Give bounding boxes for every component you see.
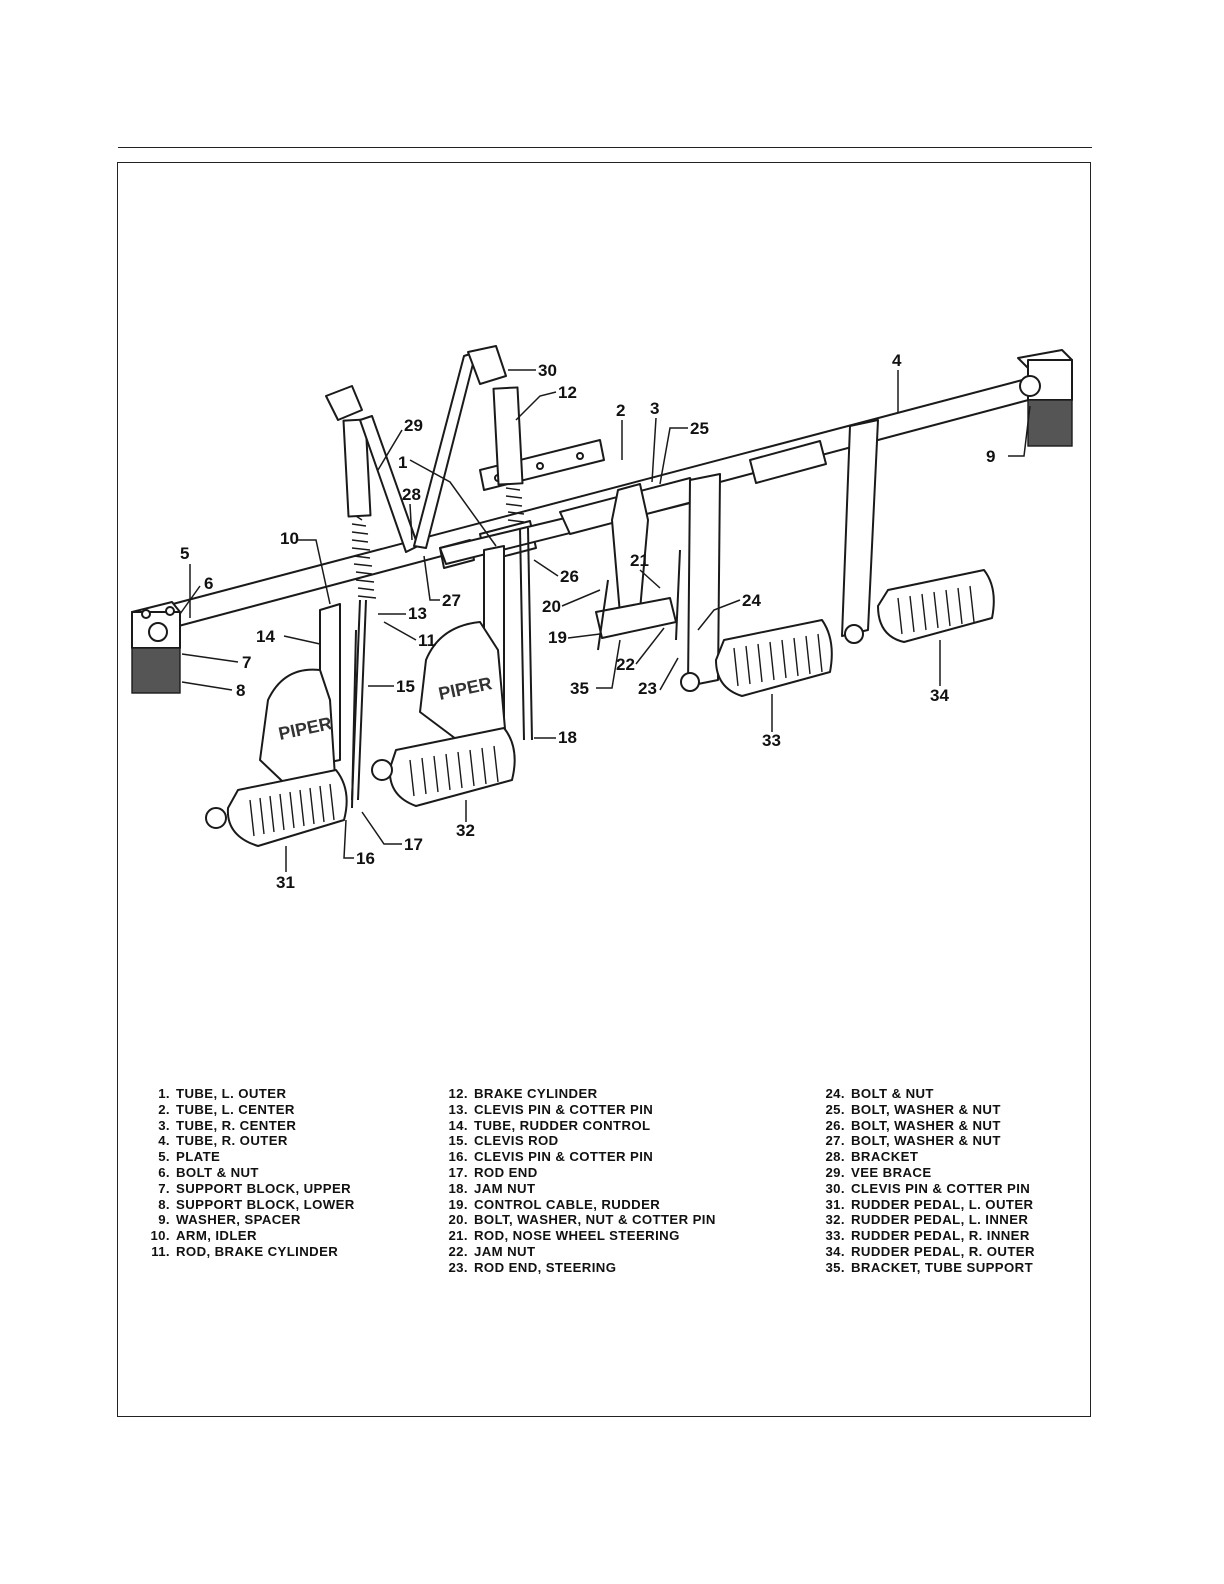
legend-item: 27.BOLT, WASHER & NUT: [825, 1133, 1001, 1149]
legend-item: 34.RUDDER PEDAL, R. OUTER: [825, 1243, 1035, 1259]
clevis-rods: [351, 549, 681, 809]
callout-30: 30: [538, 361, 557, 380]
rudder-pedal-l-inner: PIPER: [371, 621, 516, 807]
legend-item: 13.CLEVIS PIN & COTTER PIN: [448, 1101, 654, 1117]
callout-11: 11: [418, 631, 436, 650]
legend-column-3: 24.BOLT & NUT 25.BOLT, WASHER & NUT 26.B…: [815, 1086, 1035, 1276]
legend-item: 5.PLATE: [158, 1149, 221, 1165]
support-block-right: [1017, 349, 1073, 447]
callout-15: 15: [396, 677, 415, 696]
callout-32: 32: [456, 821, 475, 840]
legend-item: 23.ROD END, STEERING: [448, 1259, 617, 1275]
legend-item: 30.CLEVIS PIN & COTTER PIN: [825, 1180, 1031, 1196]
legend-item: 7.SUPPORT BLOCK, UPPER: [158, 1180, 352, 1196]
callout-6: 6: [204, 574, 213, 593]
legend-item: 25.BOLT, WASHER & NUT: [825, 1101, 1001, 1117]
legend-item: 19.CONTROL CABLE, RUDDER: [448, 1196, 661, 1212]
callout-22: 22: [616, 655, 635, 674]
callout-20: 20: [542, 597, 561, 616]
callout-10: 10: [280, 529, 299, 548]
legend-item: 15.CLEVIS ROD: [448, 1133, 559, 1149]
legend-item: 33.RUDDER PEDAL, R. INNER: [825, 1228, 1030, 1244]
legend-item: 22.JAM NUT: [448, 1243, 536, 1259]
legend-item: 31.RUDDER PEDAL, L. OUTER: [825, 1196, 1034, 1212]
callout-14: 14: [256, 627, 275, 646]
legend-item: 2.TUBE, L. CENTER: [158, 1101, 295, 1117]
callout-34: 34: [930, 686, 949, 705]
legend-item: 4.TUBE, R. OUTER: [158, 1133, 288, 1149]
legend-column-2: 12.BRAKE CYLINDER 13.CLEVIS PIN & COTTER…: [438, 1086, 716, 1276]
legend-item: 1.TUBE, L. OUTER: [158, 1086, 287, 1101]
legend-item: 21.ROD, NOSE WHEEL STEERING: [448, 1228, 680, 1244]
callout-13: 13: [408, 604, 427, 623]
vee-brace: [359, 351, 477, 553]
legend-item: 12.BRAKE CYLINDER: [448, 1086, 598, 1101]
callout-2: 2: [616, 401, 625, 420]
legend-item: 3.TUBE, R. CENTER: [158, 1117, 297, 1133]
legend-column-1: 1.TUBE, L. OUTER 2.TUBE, L. CENTER 3.TUB…: [140, 1086, 355, 1260]
legend-item: 20.BOLT, WASHER, NUT & COTTER PIN: [448, 1212, 716, 1228]
callout-25: 25: [690, 419, 709, 438]
callout-35: 35: [570, 679, 589, 698]
callout-5: 5: [180, 544, 189, 563]
legend-item: 17.ROD END: [448, 1164, 538, 1180]
legend-item: 29.VEE BRACE: [825, 1164, 932, 1180]
header-rule: [118, 147, 1092, 148]
legend-item: 9.WASHER, SPACER: [158, 1212, 301, 1228]
legend-item: 24.BOLT & NUT: [825, 1086, 934, 1101]
legend-item: 28.BRACKET: [825, 1149, 919, 1165]
rudder-pedal-r-inner: [680, 619, 833, 697]
callout-23: 23: [638, 679, 657, 698]
callout-26: 26: [560, 567, 579, 586]
legend-item: 6.BOLT & NUT: [158, 1164, 259, 1180]
callout-labels: 1 2 3 4 5 6 7 8 9 10 11 12 13 14 15 16 1…: [180, 351, 995, 892]
callout-12: 12: [558, 383, 577, 402]
callout-31: 31: [276, 873, 295, 892]
legend-item: 35.BRACKET, TUBE SUPPORT: [825, 1259, 1034, 1275]
callout-16: 16: [356, 849, 375, 868]
legend-item: 26.BOLT, WASHER & NUT: [825, 1117, 1001, 1133]
idler-arm: [559, 477, 701, 639]
callout-27: 27: [442, 591, 461, 610]
callout-4: 4: [892, 351, 902, 370]
callout-21: 21: [630, 551, 649, 570]
figure-frame: [117, 162, 1091, 1417]
callout-24: 24: [742, 591, 761, 610]
callout-9: 9: [986, 447, 995, 466]
callout-8: 8: [236, 681, 245, 700]
legend-item: 8.SUPPORT BLOCK, LOWER: [158, 1196, 355, 1212]
rudder-pedal-l-outer: PIPER: [205, 668, 348, 847]
rudder-pedal-r-outer: [844, 569, 995, 644]
legend-item: 10.ARM, IDLER: [150, 1228, 257, 1244]
legend-item: 16.CLEVIS PIN & COTTER PIN: [448, 1149, 654, 1165]
leader-lines: [179, 369, 1031, 872]
callout-18: 18: [558, 728, 577, 747]
brake-cylinder-right: [467, 345, 533, 741]
legend-item: 11.ROD, BRAKE CYLINDER: [151, 1243, 339, 1259]
callout-33: 33: [762, 731, 781, 750]
legend-item: 32.RUDDER PEDAL, L. INNER: [825, 1212, 1029, 1228]
callout-7: 7: [242, 653, 251, 672]
legend-item: 14.TUBE, RUDDER CONTROL: [448, 1117, 651, 1133]
brake-cylinder-left: [325, 385, 377, 801]
legend-item: 18.JAM NUT: [448, 1180, 536, 1196]
callout-19: 19: [548, 628, 567, 647]
callout-17: 17: [404, 835, 423, 854]
callout-28: 28: [402, 485, 421, 504]
callout-29: 29: [404, 416, 423, 435]
callout-1: 1: [398, 453, 407, 472]
support-block-left: [131, 601, 181, 694]
callout-3: 3: [650, 399, 659, 418]
